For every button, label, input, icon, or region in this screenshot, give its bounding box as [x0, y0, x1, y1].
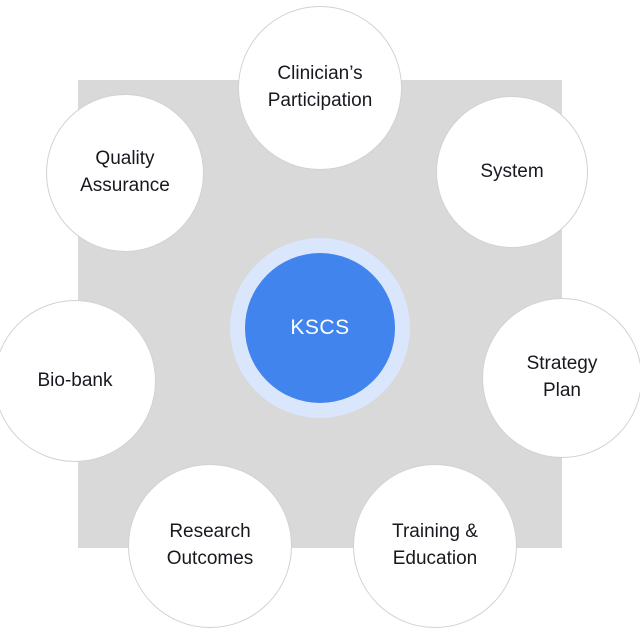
hub-label: KSCS: [290, 316, 350, 339]
node-label: Research Outcomes: [166, 521, 254, 569]
node-system: System: [436, 96, 588, 248]
node-training-education: Training & Education: [353, 464, 517, 628]
node-strategy-plan: Strategy Plan: [482, 298, 640, 458]
node-label: Clinician’s Participation: [267, 63, 373, 111]
node-bio-bank: Bio-bank: [0, 300, 156, 462]
node-label: Bio-bank: [37, 369, 113, 391]
node-label: Training & Education: [392, 521, 478, 569]
node-research-outcomes: Research Outcomes: [128, 464, 292, 628]
node-quality-assurance: Quality Assurance: [46, 94, 204, 252]
node-clinicians-participation: Clinician’s Participation: [238, 6, 402, 170]
hub-ring: KSCS: [230, 238, 410, 418]
node-label: Strategy Plan: [526, 353, 598, 401]
hub-circle: KSCS: [245, 253, 395, 403]
node-label: System: [480, 160, 544, 182]
node-label: Quality Assurance: [80, 148, 170, 196]
